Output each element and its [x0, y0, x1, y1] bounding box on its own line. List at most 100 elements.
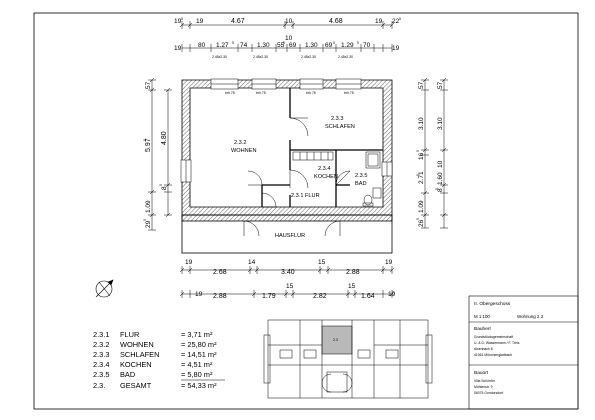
dim-left-inner-1: 8 [161, 186, 168, 190]
dim-bottom2-0: 19 [195, 291, 203, 298]
dim-left-outer-3: 29 [145, 220, 152, 228]
window-size-2: 2.45x2.30 [253, 55, 268, 59]
dim-bottom1-2: 14 [248, 259, 256, 266]
kitchen-counter [292, 151, 334, 161]
area-row-value: = 4,51 m² [181, 360, 213, 369]
dim-bottom2-5: 15 [348, 283, 356, 290]
window-size-4: 2.45x2.30 [338, 55, 353, 59]
dim-top2-9-sup: 5 [357, 41, 359, 45]
dim-right-outer-6: 26 [418, 219, 425, 227]
dim-left-inner-1-sup: 5 [159, 184, 163, 186]
dim-top1-f: 19 [375, 18, 383, 25]
dim-left-outer-3-sup: 5 [143, 219, 147, 221]
area-row: 2.3.4 KOCHEN = 4,51 m² [93, 360, 213, 369]
dim-left-outer-0: 57 [145, 81, 152, 89]
dim-right-outer-2-sup: 5 [416, 150, 420, 152]
key-plan [263, 319, 433, 399]
dim-left-outer-1: 5.97 [145, 138, 152, 152]
dim-top2-9: 1.29 [341, 42, 354, 49]
dim-top2-6: 69 [289, 42, 297, 49]
bauherr-heading: Bauherr [474, 326, 491, 332]
area-row-num: 2.3. [93, 381, 105, 390]
area-row: 2.3.2 WOHNEN = 25,80 m² [93, 340, 217, 349]
window-size-1: 2.45x2.30 [212, 55, 227, 59]
dim-right-outer-4: 2.71 [418, 171, 425, 184]
dim-bottom2-1: 2.88 [213, 293, 227, 300]
area-row: 2.3.1 FLUR = 3,71 m² [93, 330, 213, 339]
window-tag-1: brh.78 [225, 91, 235, 95]
interior-walls [261, 88, 383, 207]
window-tag-3: brh.78 [306, 91, 316, 95]
dim-bottom1-0: 19 [185, 259, 193, 266]
bauherr-line: 41061 Mönchengladbach [474, 353, 512, 357]
bottom-dimension-chain-2: 19 2.88 1.79 15 2.82 15 1.64 19 [179, 283, 396, 300]
dim-top2-5: 55 [277, 42, 285, 49]
dim-top1-c: 4.67 [231, 18, 245, 25]
side-windows [180, 159, 393, 183]
right-dimension-chain: 57 3.10 16 5 2.71 5 1.09 26 5 10 57 3.10… [416, 77, 448, 229]
dim-top1-d: 10 [285, 18, 293, 25]
top-dimension-chain-2: 10 19 80 1.27 5 74 1.30 55 5 69 1.30 69 … [174, 35, 400, 52]
dim-top1-g-sup: 5 [399, 17, 401, 21]
dim-bottom1-5: 2.88 [346, 269, 360, 276]
area-row-num: 2.3.2 [93, 340, 109, 349]
dim-top1-e: 4.68 [329, 18, 343, 25]
dim-right-outer-0: 57 [418, 81, 425, 89]
room-kochen-number: 2.3.4 [318, 166, 330, 172]
top-windows [210, 78, 362, 90]
area-row-value: = 5,80 m² [181, 370, 213, 379]
room-schlafen-name: SCHLAFEN [325, 124, 355, 130]
window-tag-4: brh.78 [344, 91, 354, 95]
dim-top1-a-sup: 5 [181, 17, 183, 21]
dim-right-outer-6-sup: 5 [416, 218, 420, 220]
window-size-3: 2.45x2.30 [301, 55, 316, 59]
room-wohnen-number: 2.3.2 [234, 140, 246, 146]
bauort-heading: Bauort [474, 370, 489, 376]
bauherr-line: U. & D. Wassermann / F. Treis [474, 341, 520, 345]
dim-top2-5-sup: 5 [283, 41, 285, 45]
dim-top1-a: 19 [174, 18, 182, 25]
title-floor: II. Obergeschoss [474, 301, 511, 307]
room-wohnen-name: WOHNEN [231, 148, 256, 154]
dim-top2-11: 19 [392, 45, 400, 52]
area-row-name: SCHLAFEN [120, 350, 159, 359]
bauort-line: 06075 Gondorsdorf [474, 391, 503, 395]
top-dimension-chain-1: 19 5 19 4.67 10 4.68 19 22 5 [174, 17, 401, 29]
dim-right-inner-0: 57 [437, 81, 444, 89]
area-table: 2.3.1 FLUR = 3,71 m² 2.3.2 WOHNEN = 25,8… [93, 330, 225, 390]
room-flur-label: 2.3.1 FLUR [291, 193, 320, 199]
dim-top2-0: 19 [174, 45, 182, 52]
room-hausflur-label: HAUSFLUR [275, 233, 305, 239]
dim-bottom1-4: 15 [318, 259, 326, 266]
dim-top2-7: 1.30 [305, 42, 318, 49]
dim-bottom2-6: 1.64 [361, 293, 375, 300]
dim-right-inner-1: 3.10 [437, 117, 444, 130]
area-row-name: BAD [120, 370, 135, 379]
door-swings [247, 117, 351, 208]
hausflur-area [181, 214, 393, 254]
area-row-num: 2.3.5 [93, 370, 109, 379]
title-unit: Wohnung 2.3 [517, 314, 544, 319]
bauort-line: Mühlenstr. 9 [474, 385, 493, 389]
dim-bottom2-7: 19 [388, 291, 396, 298]
hausflur-doors [243, 220, 341, 237]
room-kochen-name: KOCHEN [314, 174, 338, 180]
area-row: 2.3.3 SCHLAFEN = 14,51 m² [93, 350, 217, 359]
area-row-total: 2.3. GESAMT = 54,33 m² [93, 381, 217, 390]
area-row-name: GESAMT [120, 381, 152, 390]
sheet-border [33, 12, 579, 410]
title-block: II. Obergeschoss M 1:100 Wohnung 2.3 Bau… [468, 295, 579, 410]
dim-left-outer-2: 1.09 [145, 200, 152, 213]
window-tag-2: brh.78 [256, 91, 266, 95]
dim-top2-2: 1.27 [216, 42, 229, 49]
dim-top2-3: 74 [240, 42, 248, 49]
floor-plan: brh.78 brh.78 brh.78 brh.78 [180, 78, 393, 254]
dim-right-outer-3: 10 [437, 160, 444, 168]
dim-top2-mid: 10 [285, 35, 293, 42]
bottom-dimension-chain-1: 19 2.68 14 3.40 15 2.88 19 [179, 259, 395, 276]
dim-bottom1-1: 2.68 [213, 269, 227, 276]
dim-top1-g: 22 [392, 18, 400, 25]
dim-bottom1-6: 19 [385, 259, 393, 266]
dim-top2-10: 70 [363, 42, 371, 49]
dim-right-outer-2: 16 [418, 152, 425, 160]
